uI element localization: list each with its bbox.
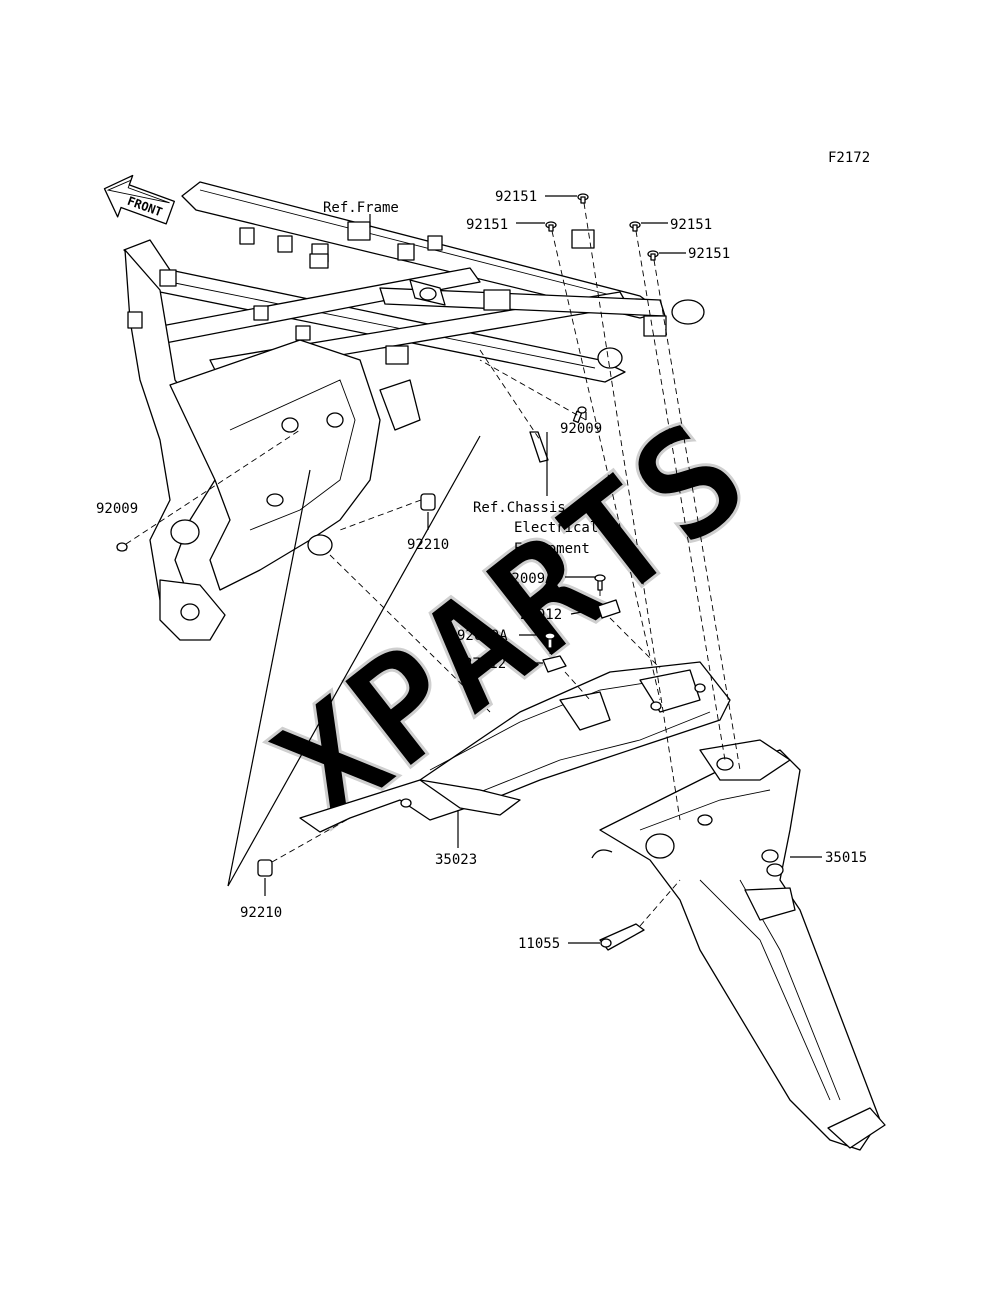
- rear-fender-35015: [591, 739, 886, 1151]
- leader-lines: [125, 195, 822, 944]
- strap-icon: [529, 431, 549, 463]
- front-arrow-icon: FRONT: [103, 174, 176, 225]
- fasteners: [116, 193, 659, 951]
- callout-92210-lower: 92210: [240, 905, 282, 921]
- clamp-icon: [597, 599, 621, 619]
- rear-frame: [123, 181, 705, 641]
- collar-icon: [420, 493, 436, 511]
- ref-frame-label: Ref.Frame: [323, 200, 399, 216]
- callout-92151-d: 92151: [688, 246, 730, 262]
- figure-code: F2172: [828, 150, 870, 166]
- ref-chassis-label: Ref.Chassis: [473, 500, 566, 516]
- callout-11055: 11055: [518, 936, 560, 952]
- bolt-icon: [116, 542, 128, 552]
- callout-27012-upper: 27012: [520, 607, 562, 623]
- callout-35023: 35023: [435, 852, 477, 868]
- callout-92009A-lower: 92009A: [457, 628, 508, 644]
- bolt-icon: [577, 193, 589, 204]
- clamp-icon: [599, 923, 645, 951]
- callout-92151-c: 92151: [670, 217, 712, 233]
- callout-92009A-upper: 92009A: [503, 571, 554, 587]
- bolt-icon: [572, 406, 587, 424]
- clamp-icon: [542, 655, 567, 673]
- ref-chassis-label-2: Electrical: [514, 520, 598, 536]
- callout-92151-b: 92151: [466, 217, 508, 233]
- callout-92151-a: 92151: [495, 189, 537, 205]
- ref-chassis-label-3: Equipment: [514, 541, 590, 557]
- bolt-icon: [629, 221, 641, 232]
- bolt-icon: [647, 250, 659, 261]
- callout-27012-lower: 27012: [464, 656, 506, 672]
- inner-fender-35023: [299, 661, 731, 833]
- callout-92210-upper: 92210: [407, 537, 449, 553]
- callout-92009-center: 92009: [560, 421, 602, 437]
- collar-icon: [257, 859, 273, 877]
- callout-92009-left: 92009: [96, 501, 138, 517]
- callout-35015: 35015: [825, 850, 867, 866]
- bolt-icon: [545, 221, 557, 232]
